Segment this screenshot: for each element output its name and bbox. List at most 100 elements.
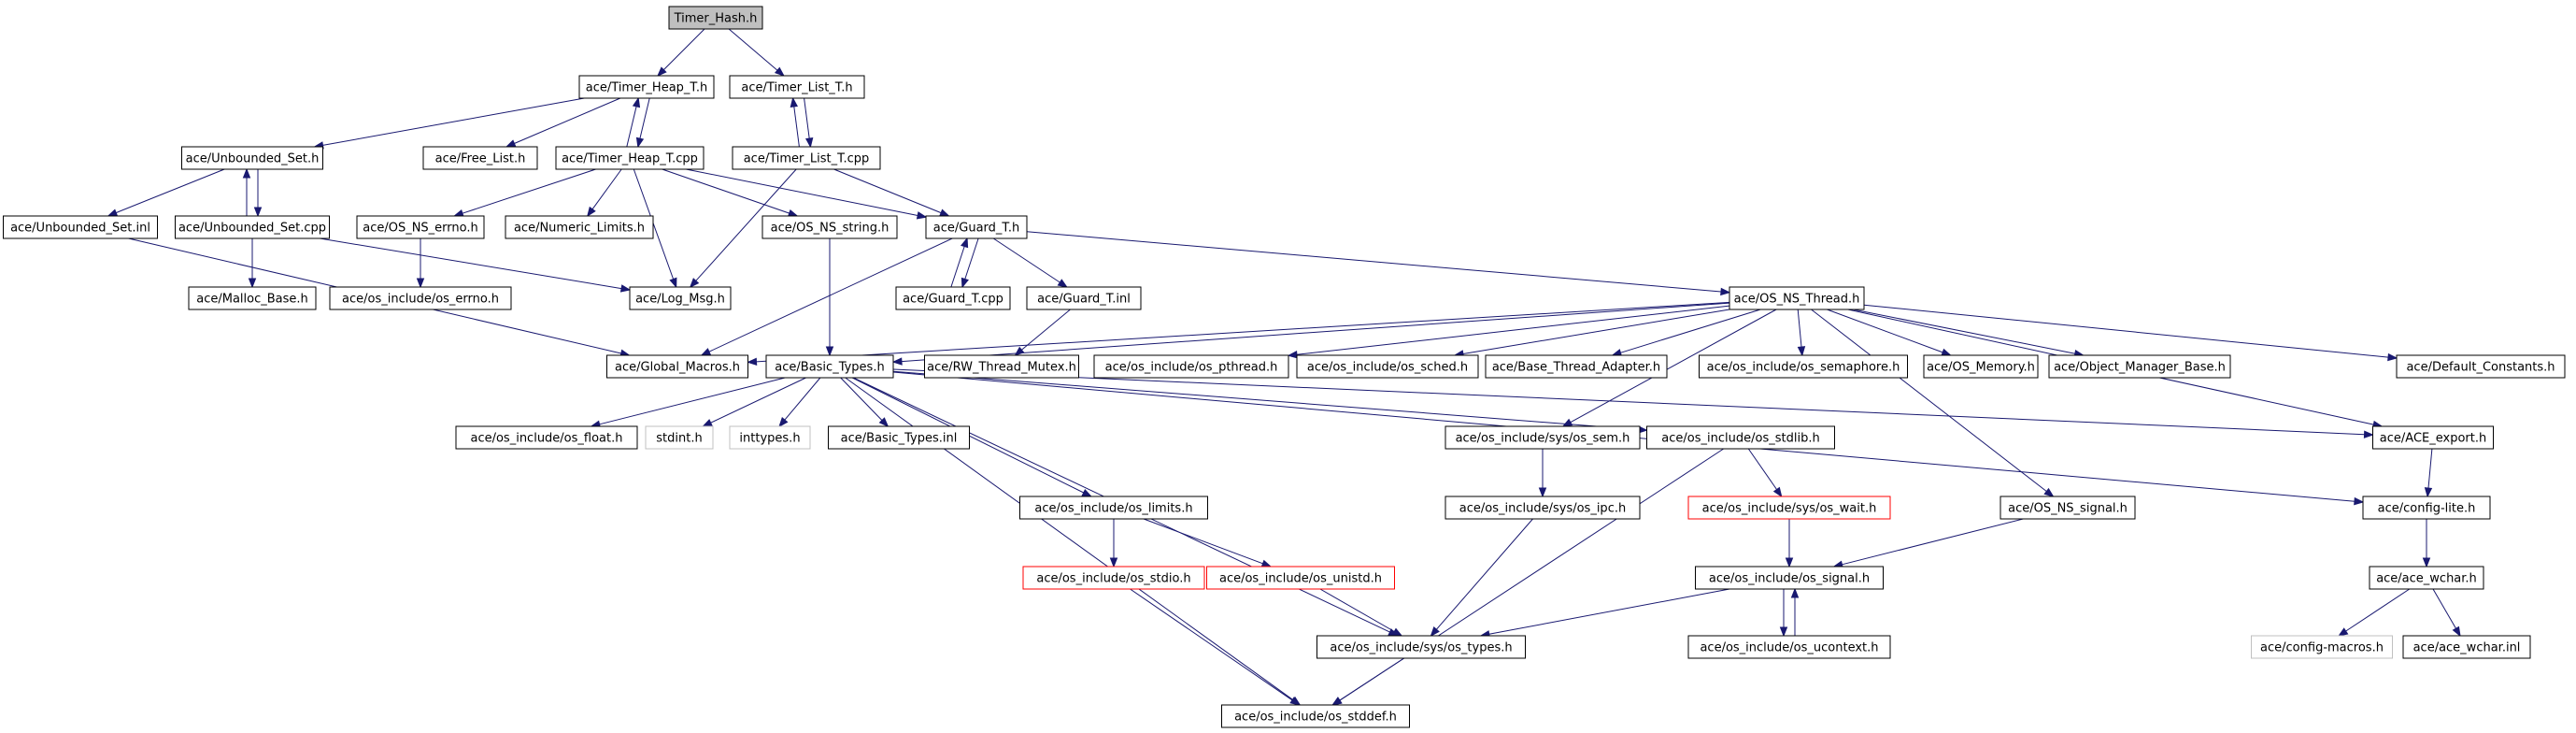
- arrowhead-icon: [825, 346, 834, 357]
- edge-os-unistd-to-os-types: [1319, 588, 1403, 637]
- node-unbounded-set-h[interactable]: ace/Unbounded_Set.h: [181, 146, 323, 170]
- node-config-macros[interactable]: ace/config-macros.h: [2251, 635, 2393, 659]
- edge-line: [1462, 309, 1730, 354]
- node-label: ace/config-lite.h: [2378, 502, 2476, 516]
- edge-timer-list-cpp-to-guard-h: [833, 168, 950, 217]
- node-os-stdlib[interactable]: ace/os_include/os_stdlib.h: [1646, 425, 1835, 450]
- arrowhead-icon: [657, 66, 667, 77]
- node-os-signal[interactable]: ace/os_include/os_signal.h: [1695, 566, 1884, 590]
- node-label: Timer_Hash.h: [674, 12, 758, 26]
- arrowhead-icon: [2043, 487, 2055, 497]
- edge-os-ns-thread-to-default-constants: [1863, 304, 2398, 362]
- node-box: [895, 286, 1011, 310]
- node-label: ace/os_include/os_sched.h: [1307, 361, 1468, 375]
- edge-timer-list-cpp-to-log-msg: [689, 168, 797, 289]
- edge-line: [1747, 448, 1778, 490]
- node-label: ace/os_include/sys/os_types.h: [1330, 641, 1512, 655]
- edge-os-ns-thread-to-os-semaphore: [1797, 309, 1806, 357]
- node-timer-heap-cpp[interactable]: ace/Timer_Heap_T.cpp: [555, 146, 704, 170]
- edge-line: [320, 237, 622, 290]
- node-basic-types[interactable]: ace/Basic_Types.h: [765, 354, 894, 379]
- arrowhead-icon: [1260, 559, 1273, 568]
- arrowhead-icon: [2354, 496, 2365, 506]
- edge-ace-wchar-h-to-config-macros: [2338, 588, 2411, 637]
- node-label: ace/Malloc_Base.h: [196, 293, 308, 307]
- node-unbounded-set-cpp[interactable]: ace/Unbounded_Set.cpp: [175, 215, 330, 239]
- node-os-ns-thread[interactable]: ace/OS_NS_Thread.h: [1729, 286, 1865, 310]
- node-rw-thread-mutex[interactable]: ace/RW_Thread_Mutex.h: [924, 354, 1079, 379]
- node-os-ns-errno[interactable]: ace/OS_NS_errno.h: [356, 215, 485, 239]
- arrowhead-icon: [635, 137, 645, 149]
- node-os-stdio[interactable]: ace/os_include/os_stdio.h: [1022, 566, 1205, 590]
- node-stdint[interactable]: stdint.h: [645, 425, 714, 450]
- node-inttypes[interactable]: inttypes.h: [729, 425, 811, 450]
- edge-line: [892, 368, 2365, 436]
- edge-timer-hash-to-timer-heap-h: [657, 28, 705, 77]
- node-timer-heap-h[interactable]: ace/Timer_Heap_T.h: [578, 75, 715, 99]
- node-ace-export[interactable]: ace/ACE_export.h: [2372, 425, 2494, 450]
- edge-unbounded-set-cpp-to-malloc-base: [248, 238, 257, 289]
- node-os-unistd[interactable]: ace/os_include/os_unistd.h: [1206, 566, 1395, 590]
- node-log-msg[interactable]: ace/Log_Msg.h: [629, 286, 732, 310]
- node-os-ns-signal[interactable]: ace/OS_NS_signal.h: [2000, 496, 2136, 520]
- node-free-list[interactable]: ace/Free_List.h: [422, 146, 538, 170]
- edge-line: [1130, 588, 1293, 701]
- node-malloc-base[interactable]: ace/Malloc_Base.h: [188, 286, 317, 310]
- node-box: [181, 146, 323, 170]
- node-box: [3, 215, 158, 239]
- edge-line: [1853, 309, 2075, 354]
- node-os-float[interactable]: ace/os_include/os_float.h: [455, 425, 638, 450]
- node-os-wait[interactable]: ace/os_include/sys/os_wait.h: [1687, 496, 1891, 520]
- node-base-thread-adapter[interactable]: ace/Base_Thread_Adapter.h: [1485, 354, 1668, 379]
- edge-guard-h-to-guard-cpp: [961, 237, 979, 289]
- node-os-memory[interactable]: ace/OS_Memory.h: [1923, 354, 2039, 379]
- edge-os-ns-thread-to-global-macros: [747, 301, 1730, 366]
- edge-line: [1296, 305, 1730, 355]
- node-box: [828, 425, 970, 450]
- node-config-lite[interactable]: ace/config-lite.h: [2362, 496, 2491, 520]
- node-os-types[interactable]: ace/os_include/sys/os_types.h: [1316, 635, 1526, 659]
- edge-line: [784, 377, 821, 421]
- node-os-pthread[interactable]: ace/os_include/os_pthread.h: [1093, 354, 1289, 379]
- node-os-limits[interactable]: ace/os_include/os_limits.h: [1019, 496, 1208, 520]
- node-guard-cpp[interactable]: ace/Guard_T.cpp: [895, 286, 1011, 310]
- edge-os-ns-string-to-basic-types: [825, 238, 834, 357]
- node-timer-list-cpp[interactable]: ace/Timer_List_T.cpp: [732, 146, 881, 170]
- node-basic-types-inl[interactable]: ace/Basic_Types.inl: [828, 425, 970, 450]
- node-os-errno[interactable]: ace/os_include/os_errno.h: [329, 286, 512, 310]
- node-box: [1485, 354, 1668, 379]
- node-os-sched[interactable]: ace/os_include/os_sched.h: [1296, 354, 1479, 379]
- arrowhead-icon: [961, 277, 969, 289]
- node-object-manager-base[interactable]: ace/Object_Manager_Base.h: [2048, 354, 2231, 379]
- node-ace-wchar-h[interactable]: ace/ace_wchar.h: [2369, 566, 2484, 590]
- node-os-ns-string[interactable]: ace/OS_NS_string.h: [761, 215, 898, 239]
- node-label: ace/Basic_Types.h: [775, 361, 884, 375]
- node-box: [2369, 566, 2484, 590]
- node-os-sem[interactable]: ace/os_include/sys/os_sem.h: [1445, 425, 1641, 450]
- node-os-ipc[interactable]: ace/os_include/sys/os_ipc.h: [1445, 496, 1641, 520]
- node-guard-h[interactable]: ace/Guard_T.h: [925, 215, 1028, 239]
- node-ace-wchar-inl[interactable]: ace/ace_wchar.inl: [2402, 635, 2531, 659]
- edge-line: [514, 97, 621, 144]
- node-box: [729, 75, 865, 99]
- edge-line: [756, 301, 1730, 363]
- node-timer-hash[interactable]: Timer_Hash.h: [668, 6, 763, 30]
- node-global-macros[interactable]: ace/Global_Macros.h: [606, 354, 748, 379]
- node-os-ucontext[interactable]: ace/os_include/os_ucontext.h: [1687, 635, 1891, 659]
- node-box: [645, 425, 714, 450]
- node-box: [455, 425, 638, 450]
- node-timer-list-h[interactable]: ace/Timer_List_T.h: [729, 75, 865, 99]
- arrowhead-icon: [700, 348, 712, 356]
- node-numeric-limits[interactable]: ace/Numeric_Limits.h: [505, 215, 654, 239]
- node-box: [188, 286, 317, 310]
- arrowhead-icon: [2424, 487, 2433, 498]
- edge-basic-types-to-ace-export: [892, 368, 2374, 438]
- node-os-semaphore[interactable]: ace/os_include/os_semaphore.h: [1699, 354, 1908, 379]
- node-default-constants[interactable]: ace/Default_Constants.h: [2396, 354, 2566, 379]
- node-os-stddef[interactable]: ace/os_include/os_stddef.h: [1221, 704, 1410, 728]
- arrowhead-icon: [805, 137, 814, 149]
- node-unbounded-set-inl[interactable]: ace/Unbounded_Set.inl: [3, 215, 158, 239]
- node-box: [629, 286, 732, 310]
- node-box: [1687, 635, 1891, 659]
- node-guard-inl[interactable]: ace/Guard_T.inl: [1026, 286, 1142, 310]
